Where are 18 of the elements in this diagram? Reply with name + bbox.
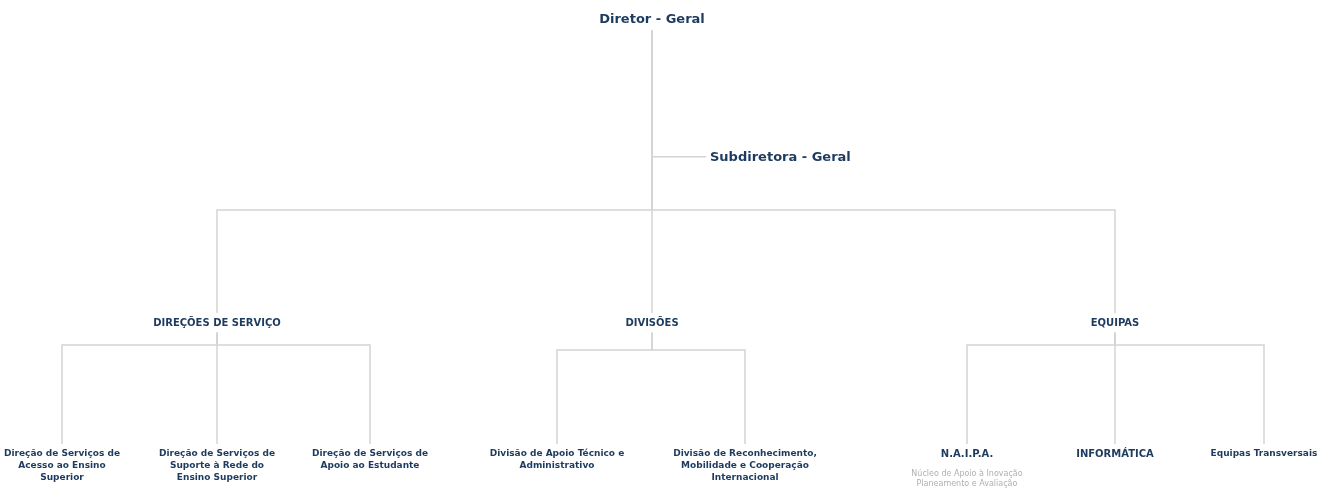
- org-unit-label: DIVISÕES: [625, 316, 679, 330]
- org-unit-label: Direção de Serviços de Suporte à Rede do Ensino Superior: [157, 447, 276, 484]
- org-unit-label: Subdiretora - Geral: [710, 148, 851, 166]
- org-unit-label: N.A.I.P.A.: [940, 447, 994, 461]
- connector-line: [216, 331, 371, 445]
- unit-description: Núcleo de Apoio à Inovação Planeamento e Avaliação: [910, 468, 1024, 490]
- connector-line: [651, 331, 746, 445]
- org-unit-label: Direção de Serviços de Apoio ao Estudante: [310, 447, 429, 472]
- connector-line: [651, 29, 1116, 314]
- org-unit-label: DIREÇÕES DE SERVIÇO: [153, 316, 281, 330]
- org-unit-label: EQUIPAS: [1090, 316, 1140, 330]
- org-unit-label: Divisão de Apoio Técnico e Administrativo: [488, 447, 626, 472]
- org-unit-label: Direção de Serviços de Acesso ao Ensino Superior: [2, 447, 121, 484]
- org-unit-label: Divisão de Reconhecimento, Mobilidade e Cooperação Internacional: [672, 447, 818, 484]
- org-unit-label: Equipas Transversais: [1210, 447, 1318, 460]
- org-unit-label: INFORMÁTICA: [1076, 447, 1154, 461]
- connector-line: [1114, 331, 1265, 445]
- org-unit-label: Diretor - Geral: [599, 10, 705, 28]
